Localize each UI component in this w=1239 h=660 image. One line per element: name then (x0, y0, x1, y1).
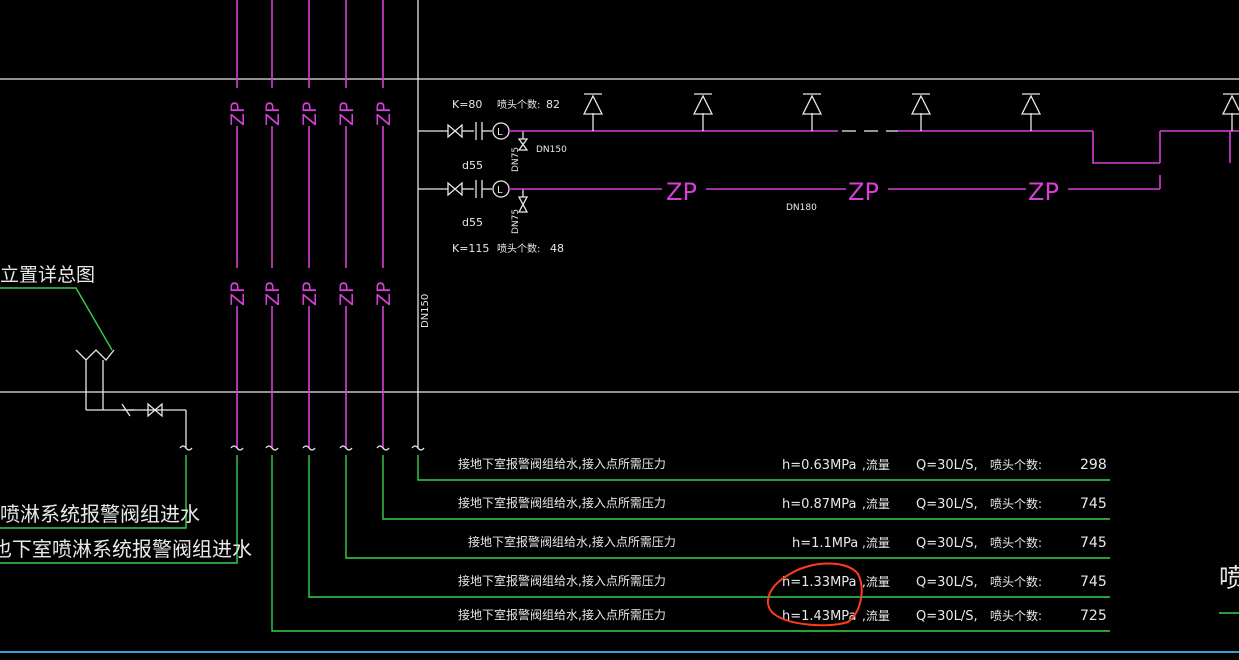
note-row: 接地下室报警阀组给水,接入点所需压力 h=1.1MPa ,流量 Q=30L/S,… (468, 534, 1107, 551)
note-row: 接地下室报警阀组给水,接入点所需压力 h=1.43MPa ,流量 Q=30L/S… (458, 607, 1107, 624)
zp-tag: ZP (227, 282, 249, 306)
upper-diameter: d55 (462, 159, 483, 172)
detail-ref-label: 立置详总图 (0, 264, 95, 286)
sprinkler-head (582, 93, 604, 131)
note-flow: Q=30L/S, (916, 497, 978, 512)
lower-size-valve: DN75 (511, 209, 521, 234)
upper-heads-label: 喷头个数: (497, 98, 540, 111)
lower-branch-valves: L (447, 180, 529, 213)
note-count: 745 (1080, 535, 1107, 551)
inlet-label-1: 喷淋系统报警阀组进水 (0, 502, 200, 526)
upper-branch-pipe (509, 130, 1239, 164)
upper-branch-valves: L (447, 122, 529, 151)
inlet-label-2: 也下室喷淋系统报警阀组进水 (0, 537, 252, 561)
note-row: 接地下室报警阀组给水,接入点所需压力 h=0.63MPa ,流量 Q=30L/S… (458, 456, 1107, 473)
note-flow: Q=30L/S, (916, 609, 978, 624)
note-flow-label: ,流量 (862, 458, 890, 472)
note-row: 接地下室报警阀组给水,接入点所需压力 h=1.33MPa ,流量 Q=30L/S… (458, 573, 1107, 590)
sprinkler-head (692, 93, 714, 131)
note-text: 接地下室报警阀组给水,接入点所需压力 (458, 495, 666, 510)
upper-size-main: DN150 (536, 145, 567, 155)
zp-tag: ZP (336, 102, 358, 126)
zp-tag: ZP (299, 282, 321, 306)
zp-tags-lower: ZP ZP ZP ZP ZP (226, 268, 395, 306)
note-flow-label: ,流量 (862, 497, 890, 511)
sprinkler-heads (582, 93, 1239, 131)
note-count: 725 (1080, 608, 1107, 624)
zp-tag: ZP (227, 102, 249, 126)
note-heads-label: 喷头个数: (990, 608, 1042, 623)
note-pressure: h=1.43MPa (782, 609, 857, 624)
inlet-valves (121, 402, 163, 418)
zp-tag: ZP (336, 282, 358, 306)
zp-tag: ZP (262, 282, 284, 306)
note-flow: Q=30L/S, (916, 575, 978, 590)
note-text: 接地下室报警阀组给水,接入点所需压力 (458, 573, 666, 588)
zp-tag: ZP (1028, 178, 1059, 206)
zp-tag: ZP (848, 178, 879, 206)
sprinkler-head (1221, 93, 1239, 131)
note-count: 745 (1080, 496, 1107, 512)
zp-tag: ZP (666, 178, 697, 206)
riser-size-label: DN150 (420, 294, 431, 328)
sprinkler-head (910, 93, 932, 131)
note-pressure: h=1.33MPa (782, 575, 857, 590)
svg-text:L: L (497, 127, 503, 138)
lower-k-label: K=115 (452, 242, 489, 255)
sprinkler-head (801, 93, 823, 131)
zp-risers (236, 0, 419, 448)
note-heads-label: 喷头个数: (990, 496, 1042, 511)
note-flow: Q=30L/S, (916, 458, 978, 473)
zp-tag: ZP (373, 102, 395, 126)
note-count: 745 (1080, 574, 1107, 590)
upper-size-valve: DN75 (511, 147, 521, 172)
note-text: 接地下室报警阀组给水,接入点所需压力 (458, 607, 666, 622)
right-partial-text: 喷 (1219, 564, 1239, 594)
lower-diameter: d55 (462, 216, 483, 229)
note-pressure: h=0.63MPa (782, 458, 857, 473)
zp-tag: ZP (262, 102, 284, 126)
note-text: 接地下室报警阀组给水,接入点所需压力 (468, 534, 676, 549)
note-flow-label: ,流量 (862, 609, 890, 623)
lower-branch-pipe (509, 175, 1161, 190)
note-flow-label: ,流量 (862, 536, 890, 550)
note-heads-label: 喷头个数: (990, 457, 1042, 472)
annotation-leaders (0, 455, 1110, 632)
markup-circle (766, 562, 863, 627)
note-count: 298 (1080, 457, 1107, 473)
zp-tag: ZP (299, 102, 321, 126)
upper-heads-value: 82 (546, 98, 560, 111)
break-symbols (179, 445, 425, 451)
lower-heads-value: 48 (550, 242, 564, 255)
sprinkler-head (1020, 93, 1042, 131)
zp-tag: ZP (373, 282, 395, 306)
note-row: 接地下室报警阀组给水,接入点所需压力 h=0.87MPa ,流量 Q=30L/S… (458, 495, 1107, 512)
note-text: 接地下室报警阀组给水,接入点所需压力 (458, 456, 666, 471)
note-flow-label: ,流量 (862, 575, 890, 589)
note-pressure: h=0.87MPa (782, 497, 857, 512)
lower-size-main: DN180 (786, 203, 817, 213)
note-flow: Q=30L/S, (916, 536, 978, 551)
note-heads-label: 喷头个数: (990, 535, 1042, 550)
upper-k-label: K=80 (452, 98, 482, 111)
note-heads-label: 喷头个数: (990, 574, 1042, 589)
svg-text:L: L (497, 185, 503, 196)
zp-tags-upper: ZP ZP ZP ZP ZP (226, 88, 395, 126)
note-pressure: h=1.1MPa (792, 536, 858, 551)
detail-leader (0, 287, 113, 351)
lower-heads-label: 喷头个数: (497, 242, 540, 255)
